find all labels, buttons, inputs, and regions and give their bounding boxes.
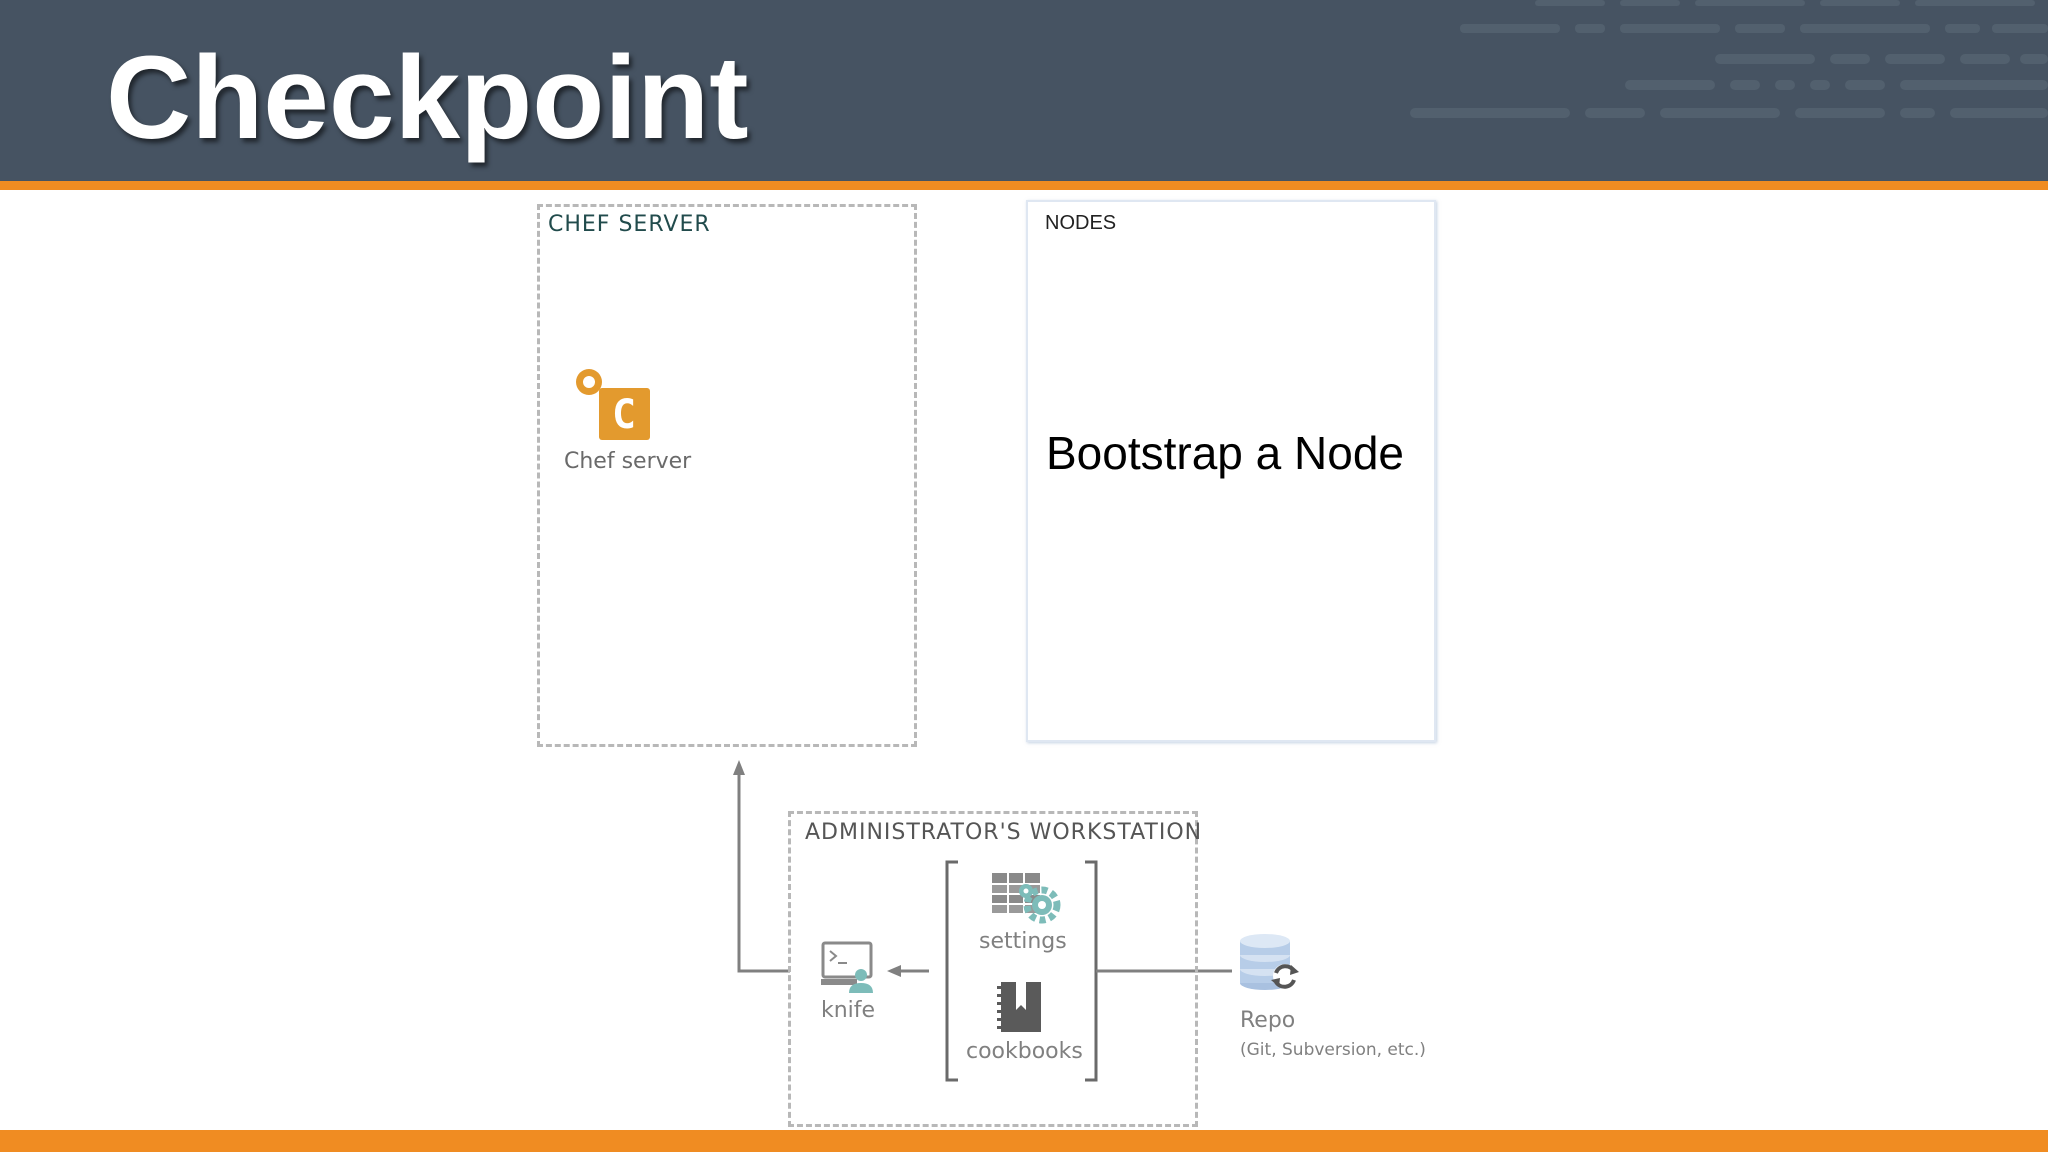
knife-arrowhead [887, 965, 901, 977]
repo-label: Repo [1240, 1008, 1296, 1033]
database-sync-icon [1240, 934, 1299, 990]
bracket-left [945, 860, 958, 1082]
footer-accent-stripe [0, 1130, 2048, 1152]
terminal-user-icon [821, 941, 873, 993]
knife-label: knife [821, 998, 876, 1023]
nodes-group-label: NODES [1045, 212, 1117, 234]
slide-title: Checkpoint [106, 32, 749, 164]
cookbooks-label: cookbooks [966, 1039, 1083, 1064]
chef-server-group-label: CHEF SERVER [548, 212, 711, 237]
workstation-group [788, 811, 1198, 1127]
header-decoration [1410, 0, 2048, 118]
chef-server-icon: C [576, 369, 650, 440]
knife-to-server-connector [737, 770, 790, 973]
workstation-group-label: ADMINISTRATOR'S WORKSTATION [805, 820, 1203, 845]
settings-label: settings [979, 929, 1067, 954]
server-arrowhead [733, 760, 745, 775]
bootstrap-node-text: Bootstrap a Node [1046, 427, 1405, 479]
settings-gear-icon [992, 873, 1061, 924]
chef-server-label: Chef server [564, 449, 692, 474]
chef-server-icon-letter: C [612, 392, 636, 438]
cookbook-icon [997, 982, 1041, 1032]
nodes-group [1026, 200, 1436, 742]
header-accent-stripe [0, 181, 2048, 190]
chef-server-group [537, 204, 917, 747]
repo-sublabel: (Git, Subversion, etc.) [1240, 1040, 1426, 1060]
